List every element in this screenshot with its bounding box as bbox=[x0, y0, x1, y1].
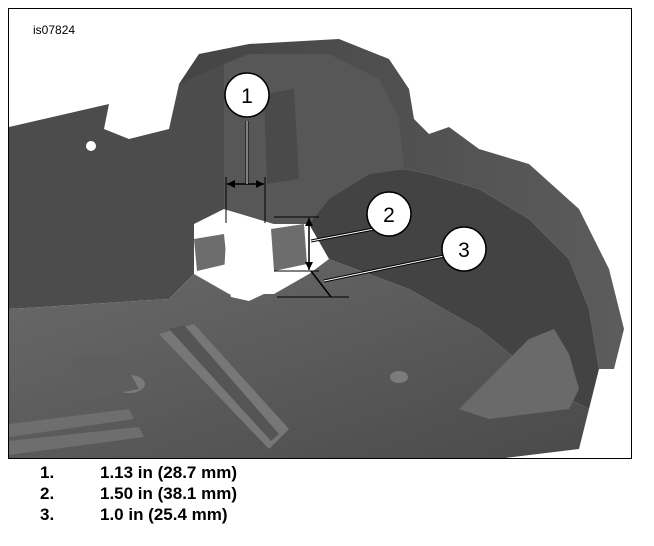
figure-id: is07824 bbox=[33, 23, 76, 37]
svg-text:3: 3 bbox=[458, 239, 470, 262]
legend-item: 2. 1.50 in (38.1 mm) bbox=[40, 483, 237, 504]
right-ledge bbox=[459, 329, 579, 419]
floor-grooves bbox=[9, 409, 144, 455]
legend-item: 3. 1.0 in (25.4 mm) bbox=[40, 504, 237, 525]
legend-text: 1.50 in (38.1 mm) bbox=[100, 483, 238, 503]
floor bbox=[9, 259, 589, 458]
legend-text: 1.0 in (25.4 mm) bbox=[100, 504, 228, 524]
vertical-pocket bbox=[264, 89, 299, 184]
legend-number: 1. bbox=[40, 462, 55, 482]
mount-left bbox=[194, 234, 227, 271]
diagram-figure: 1 2 3 is07824 bbox=[8, 8, 632, 459]
mount-right bbox=[271, 224, 307, 271]
floor-rail-shadow bbox=[169, 325, 279, 441]
callout-3: 3 bbox=[441, 226, 487, 272]
floor-slot-left bbox=[69, 354, 139, 399]
dimension-legend: 1. 1.13 in (28.7 mm) 2. 1.50 in (38.1 mm… bbox=[40, 462, 237, 525]
legend-number: 2. bbox=[40, 483, 55, 503]
left-wall bbox=[9, 54, 224, 309]
svg-text:2: 2 bbox=[383, 204, 395, 227]
fairing-illustration: 1 2 3 bbox=[9, 39, 624, 458]
legend-number: 3. bbox=[40, 504, 55, 524]
dimension-3 bbox=[310, 270, 332, 298]
wall-notch bbox=[119, 109, 131, 135]
legend-item: 1. 1.13 in (28.7 mm) bbox=[40, 462, 237, 483]
wall-hole bbox=[86, 141, 96, 151]
svg-text:1: 1 bbox=[241, 85, 253, 108]
callout-2: 2 bbox=[366, 191, 412, 237]
callout-1: 1 bbox=[224, 72, 270, 118]
cutout-slot bbox=[224, 221, 267, 301]
floor-boss-right bbox=[390, 371, 408, 383]
legend-text: 1.13 in (28.7 mm) bbox=[100, 462, 238, 482]
